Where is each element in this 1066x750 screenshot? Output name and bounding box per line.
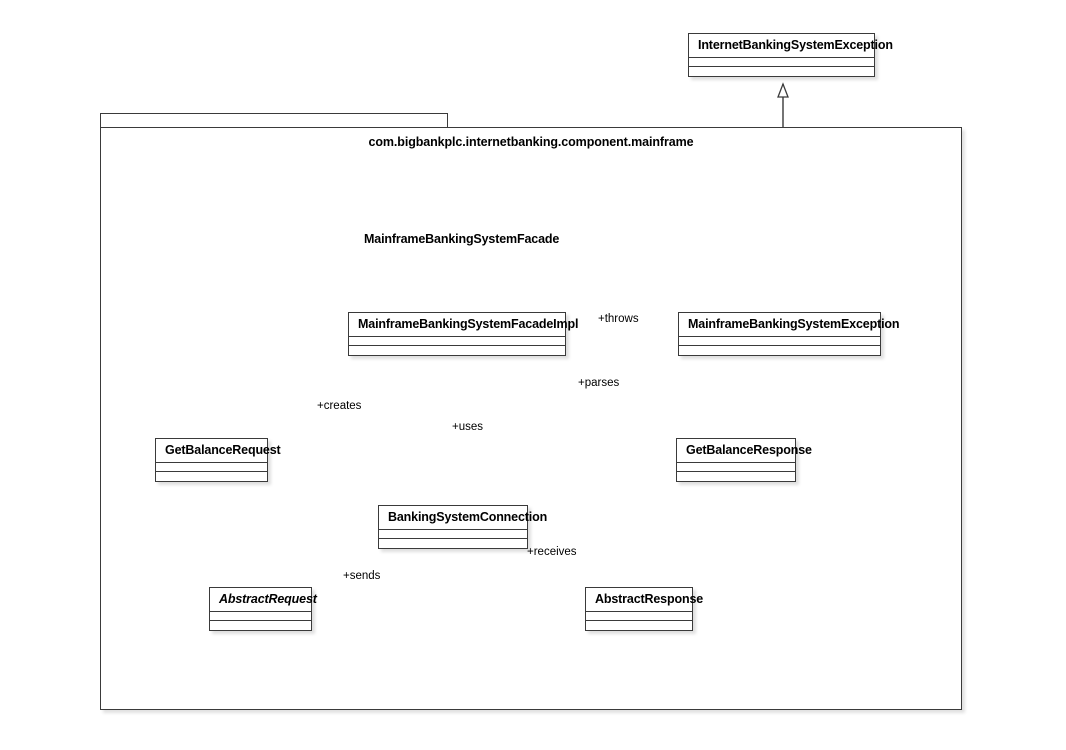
class-operations-compartment (379, 539, 527, 548)
class-attributes-compartment (156, 463, 267, 472)
edge-label-uses: +uses (452, 421, 484, 433)
class-attributes-compartment (210, 612, 311, 621)
edge-label-sends: +sends (343, 570, 381, 582)
class-abstract-request[interactable]: AbstractRequest (209, 587, 317, 631)
class-get-balance-request[interactable]: GetBalanceRequest (155, 438, 281, 482)
class-operations-compartment (349, 346, 565, 355)
edge-label-throws: +throws (598, 313, 639, 325)
class-abstract-response[interactable]: AbstractResponse (585, 587, 703, 631)
class-operations-compartment (677, 472, 795, 481)
class-attributes-compartment (689, 58, 874, 67)
class-operations-compartment (689, 67, 874, 76)
class-attributes-compartment (379, 530, 527, 539)
class-mainframe-banking-system-exception[interactable]: MainframeBankingSystemException (678, 312, 900, 356)
edge-label-parses: +parses (578, 377, 620, 389)
class-internet-banking-system-exception[interactable]: InternetBankingSystemException (688, 33, 893, 77)
class-operations-compartment (210, 621, 311, 630)
class-operations-compartment (156, 472, 267, 481)
class-banking-system-connection[interactable]: BankingSystemConnection (378, 505, 547, 549)
class-attributes-compartment (679, 337, 880, 346)
interface-lollipop-label: MainframeBankingSystemFacade (364, 232, 560, 246)
class-name: AbstractRequest (210, 588, 317, 612)
class-mainframe-banking-system-facade-impl[interactable]: MainframeBankingSystemFacadeImpl (348, 312, 578, 356)
edge-label-receives: +receives (527, 546, 577, 558)
class-name: GetBalanceRequest (156, 439, 281, 463)
edge-label-creates: +creates (317, 400, 362, 412)
class-name: GetBalanceResponse (677, 439, 812, 463)
class-attributes-compartment (677, 463, 795, 472)
package-tab (100, 113, 448, 128)
class-operations-compartment (586, 621, 692, 630)
class-name: MainframeBankingSystemFacadeImpl (349, 313, 578, 337)
class-name: AbstractResponse (586, 588, 703, 612)
class-name: BankingSystemConnection (379, 506, 547, 530)
class-attributes-compartment (586, 612, 692, 621)
class-get-balance-response[interactable]: GetBalanceResponse (676, 438, 812, 482)
class-name: MainframeBankingSystemException (679, 313, 900, 337)
class-operations-compartment (679, 346, 880, 355)
class-attributes-compartment (349, 337, 565, 346)
class-name: InternetBankingSystemException (689, 34, 893, 58)
package-name: com.bigbankplc.internetbanking.component… (368, 135, 694, 149)
